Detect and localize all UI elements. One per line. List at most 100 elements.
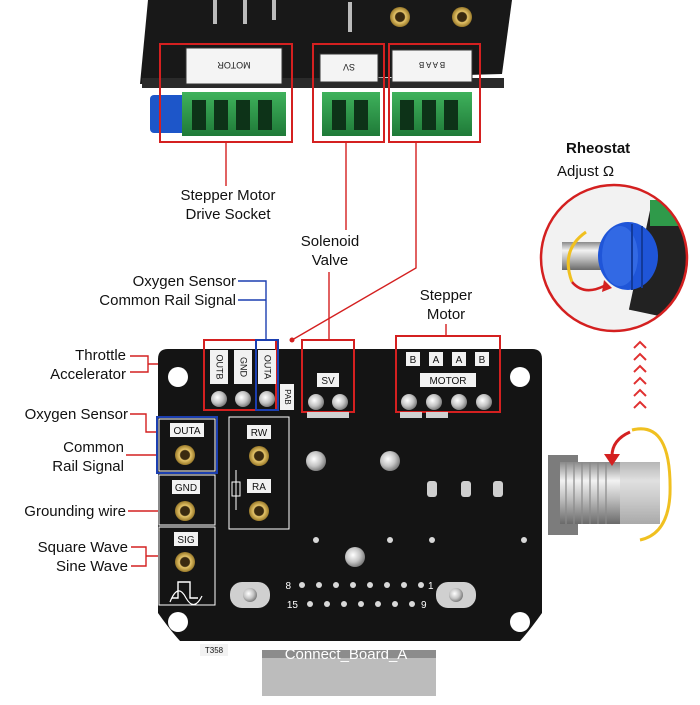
ra-jack	[249, 501, 269, 521]
grounding-wire-label: Grounding wire	[24, 503, 126, 520]
square-wave-glyph	[172, 581, 198, 599]
motor-pin-label: B	[410, 355, 417, 366]
rotate-arrow-yellow	[566, 230, 587, 283]
solenoid-label-line2: Valve	[311, 252, 349, 269]
top-pcb-edge	[142, 78, 504, 88]
top-blue-part	[150, 95, 186, 133]
motor-pin-label: A	[433, 355, 440, 366]
board-name: Connect_Board_A	[285, 646, 408, 663]
terminal-screw	[332, 394, 348, 410]
terminal-screw	[211, 391, 227, 407]
pin-number: 1	[428, 581, 434, 592]
wave-label: Square Wave Sine Wave	[10, 538, 128, 576]
terminal-screw	[476, 394, 492, 410]
stepper-motor-line2: Motor	[426, 306, 466, 323]
board-pcb	[158, 349, 542, 641]
terminal-screw	[401, 394, 417, 410]
sv-block: SV	[301, 339, 355, 418]
pin-number: 8	[285, 581, 291, 592]
oxygen-sensor-top-line1: Oxygen Sensor	[132, 273, 236, 290]
sine-wave-label: Sine Wave	[56, 558, 128, 575]
motor-block: B A A B MOTOR	[395, 335, 501, 418]
standoff	[306, 451, 326, 471]
ra-label: RA	[252, 482, 266, 493]
common-rail-label: Common Rail Signal	[20, 438, 124, 476]
outa-jack	[175, 445, 195, 465]
main-board: OUTB GND OUTA PAB SV B A	[156, 335, 660, 696]
stepper-socket-label-line2: Drive Socket	[185, 206, 271, 223]
terminal-screw	[308, 394, 324, 410]
gnd-header-label: GND	[239, 357, 249, 378]
outa-header-label: OUTA	[263, 355, 273, 379]
jack-column: OUTA GND SIG	[156, 416, 218, 606]
outa-callout-box	[255, 339, 279, 411]
top-socket-text-1: MOTOR	[217, 60, 251, 70]
terminal-screw	[451, 394, 467, 410]
db15-footprint: 8 1 15 9	[230, 581, 476, 611]
zoom-circle-border	[539, 183, 689, 333]
stepper-socket-label: Stepper Motor Drive Socket	[158, 186, 298, 224]
standoff	[380, 451, 400, 471]
pin-number: 15	[287, 600, 299, 611]
rheostat-zoom	[539, 183, 689, 333]
pab-label-bg	[280, 384, 294, 410]
shaft-rotate-arrow	[604, 427, 672, 542]
outa-jack-callout-box	[156, 416, 218, 474]
pab-label: PAB	[283, 389, 292, 404]
outa-jack-label: OUTA	[173, 426, 200, 437]
outb-label: OUTB	[215, 354, 225, 379]
sine-wave-glyph	[169, 590, 203, 606]
square-wave-label: Square Wave	[37, 539, 128, 556]
sig-jack-label: SIG	[177, 535, 194, 546]
stepper-motor-label: Stepper Motor	[406, 286, 486, 324]
mount-hole	[510, 367, 530, 387]
mount-hole	[510, 612, 530, 632]
resistor-symbol	[231, 481, 241, 497]
smd-part	[493, 481, 503, 497]
rotate-arrow-red	[571, 281, 605, 292]
outa-header-label-bg	[258, 350, 276, 384]
terminal-screw	[426, 394, 442, 410]
smd-part	[461, 481, 471, 497]
common-rail-line1: Common	[63, 439, 124, 456]
sensor-socket-callout-box	[388, 43, 481, 143]
throttle-label: Throttle Accelerator	[10, 346, 126, 384]
rw-label: RW	[251, 428, 268, 439]
solenoid-label-line1: Solenoid	[300, 233, 360, 250]
stepper-motor-line1: Stepper	[419, 287, 473, 304]
motor-board-label: MOTOR	[429, 376, 466, 387]
smd-part	[427, 481, 437, 497]
sv-board-label: SV	[321, 376, 335, 387]
rw-ra-block: RW RA	[228, 416, 290, 530]
stepper-socket-label-line1: Stepper Motor	[180, 187, 276, 204]
rheostat-title: Rheostat	[566, 140, 631, 157]
sensor-label-block	[391, 49, 473, 83]
oxygen-sensor-top-label: Oxygen Sensor Common Rail Signal	[50, 272, 236, 310]
sv-green-connector	[322, 92, 380, 136]
mount-hole	[168, 367, 188, 387]
rw-jack	[249, 446, 269, 466]
common-rail-line2: Rail Signal	[52, 458, 124, 475]
board-code: T358	[205, 646, 224, 655]
motor-label-block	[185, 47, 283, 85]
oxygen-sensor-left-label: Oxygen Sensor	[24, 406, 128, 423]
throttle-line2: Accelerator	[50, 366, 126, 383]
sv-label-block	[319, 53, 379, 83]
terminal-screw	[259, 391, 275, 407]
gnd-jack	[175, 501, 195, 521]
standoff	[345, 547, 365, 567]
zoom-chevrons	[633, 340, 647, 409]
mount-hole	[168, 612, 188, 632]
gnd-header-label-bg	[234, 350, 252, 384]
oxygen-sensor-top-line2: Common Rail Signal	[99, 292, 236, 309]
shaft-threads	[565, 462, 607, 524]
solenoid-callout-box	[312, 43, 385, 143]
top-screws	[213, 0, 472, 32]
board-code-bg	[200, 644, 228, 656]
motor-pin-label: B	[479, 355, 486, 366]
solenoid-label: Solenoid Valve	[288, 232, 372, 270]
top-module: MOTOR SV B A A B	[140, 0, 512, 143]
top-socket-text-2: SV	[343, 62, 355, 72]
gnd-jack-label: GND	[175, 483, 197, 494]
